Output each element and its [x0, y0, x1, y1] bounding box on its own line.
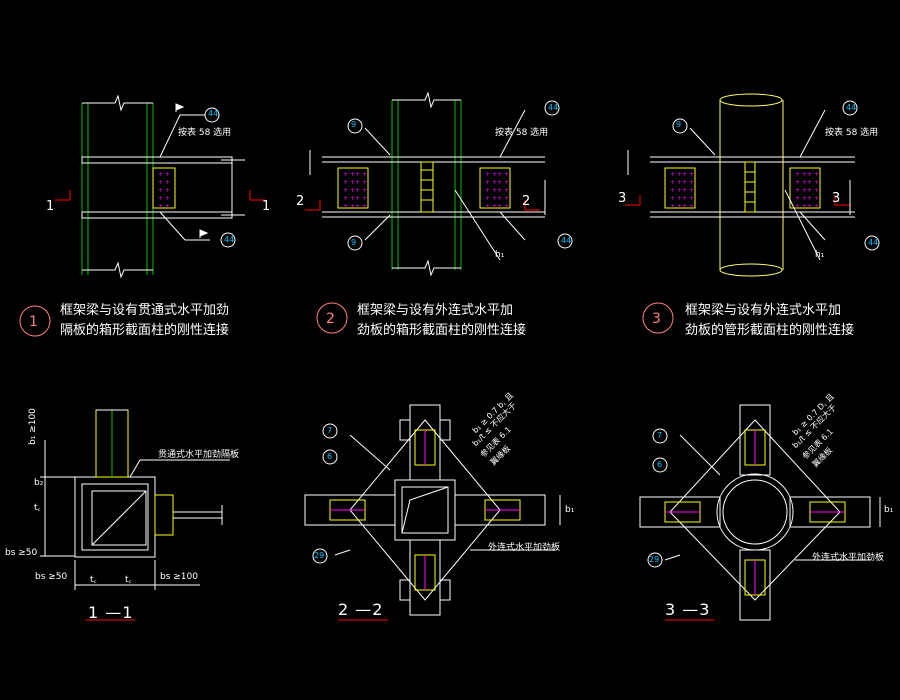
detail-1-caption-line1: 框架梁与设有贯通式水平加劲	[60, 303, 230, 318]
caption-circle-2	[316, 302, 348, 334]
detail-2-weld-bottom-left: 9	[351, 238, 357, 247]
detail-3-caption-line2: 劲板的管形截面柱的刚性连接	[685, 323, 855, 338]
section-3-weld-29: 29	[649, 555, 660, 564]
detail-3-caption-line1: 框架梁与设有外连式水平加	[685, 303, 842, 318]
section-2-2	[304, 404, 561, 621]
detail-2-section-right: 2	[522, 194, 531, 209]
caption-circle-1	[19, 305, 51, 337]
detail-2-weld-top: 44	[548, 103, 559, 112]
section-1-dim-tc-bottom-left: t꜀	[90, 575, 97, 585]
section-2-weld-29: 29	[314, 551, 325, 560]
section-3-weld-7: 7	[657, 431, 663, 440]
section-1-dim-tc: t꜀	[34, 503, 41, 513]
detail-2-weld-bottom: 44	[561, 236, 572, 245]
caption-circle-3	[642, 302, 674, 334]
detail-3-number: 3	[652, 311, 661, 327]
section-3-dim: b₁	[884, 505, 894, 515]
section-2-weld-6: 6	[327, 452, 333, 461]
detail-2-number: 2	[326, 311, 335, 327]
detail-2-elevation	[305, 91, 573, 277]
detail-2-caption-line2: 劲板的箱形截面柱的刚性连接	[357, 323, 527, 338]
section-1-dim-b1: b₁ ≥100	[28, 408, 38, 445]
detail-3-section-right: 3	[832, 191, 841, 206]
detail-1-number: 1	[29, 314, 38, 330]
detail-1-caption-line2: 隔板的箱形截面柱的刚性连接	[60, 323, 230, 338]
section-3-label: 外连式水平加劲板	[812, 553, 885, 563]
detail-3-weld-top: 44	[846, 103, 857, 112]
detail-2-caption-line1: 框架梁与设有外连式水平加	[357, 303, 514, 318]
detail-3-note: 按表 58 选用	[825, 128, 879, 138]
detail-1-weld-bottom: 44	[224, 235, 235, 244]
section-1-title: 1 —1	[88, 603, 134, 622]
section-3-weld-6: 6	[657, 460, 663, 469]
detail-2-note: 按表 58 选用	[495, 128, 549, 138]
section-1-dim-bs-left: bs ≥50	[5, 548, 38, 558]
detail-1-elevation	[55, 94, 265, 279]
section-2-label: 外连式水平加劲板	[488, 543, 561, 553]
detail-2-section-left: 2	[296, 194, 305, 209]
detail-3-section-left: 3	[618, 191, 627, 206]
section-1-dim-bs-bottom-right: bs ≥100	[160, 572, 198, 582]
section-1-dim-bs-bottom-left: bs ≥50	[35, 572, 68, 582]
section-1-label: 贯通式水平加劲隔板	[158, 450, 240, 460]
detail-3-weld-top-left: 9	[676, 120, 682, 129]
section-2-title: 2 —2	[338, 600, 384, 619]
section-3-3	[639, 404, 881, 621]
detail-3-elevation	[625, 93, 880, 277]
detail-1-weld-top: 44	[208, 109, 219, 118]
detail-1-section-right: 1	[262, 199, 271, 214]
detail-2-dim: h₁	[495, 250, 505, 260]
detail-1-section-left: 1	[46, 199, 55, 214]
section-2-weld-7: 7	[327, 426, 333, 435]
section-3-title: 3 —3	[665, 600, 711, 619]
detail-3-weld-bottom: 44	[868, 238, 879, 247]
detail-3-dim: h₁	[815, 250, 825, 260]
section-1-dim-tc-bottom-right: t꜀	[125, 575, 132, 585]
detail-2-weld-top-left: 9	[351, 120, 357, 129]
section-2-dim: b₁	[565, 505, 575, 515]
section-1-dim-b2: b₂	[34, 478, 44, 488]
section-1-1	[40, 409, 230, 621]
detail-1-note: 按表 58 选用	[178, 128, 232, 138]
